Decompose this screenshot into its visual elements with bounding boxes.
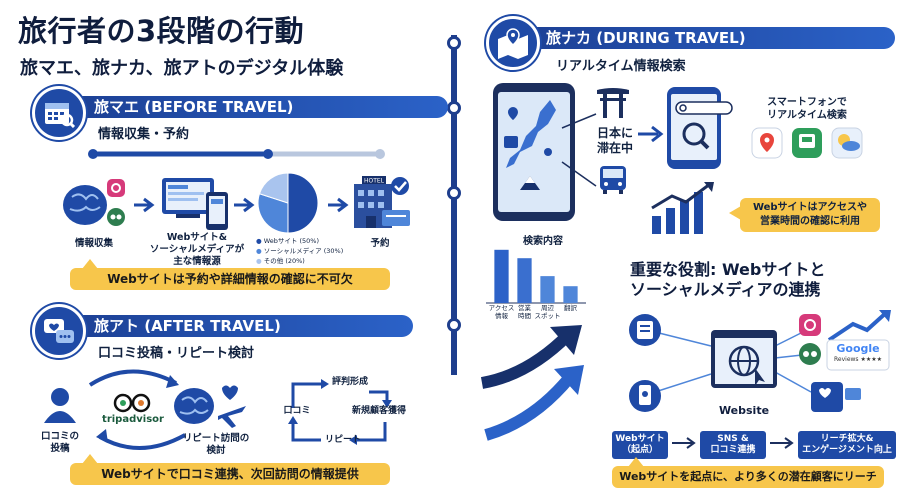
curved-arrows	[88, 369, 186, 450]
pie-legend-item: ● Webサイト (50%)	[256, 237, 320, 245]
calendar-icon	[32, 86, 86, 140]
flow-sns-review: SNS & 口コミ連携	[700, 431, 766, 459]
arrow-right-icon	[672, 437, 696, 449]
app-icons-row	[751, 127, 863, 159]
hotel-sign: HOTEL	[364, 178, 385, 185]
role-title: 重要な役割: Webサイトと ソーシャルメディアの連携	[630, 260, 826, 299]
during-note: Webサイトはアクセスや 営業時間の確認に利用	[740, 198, 880, 232]
cycle-diagram	[288, 379, 392, 445]
search-phone-icon	[667, 87, 733, 169]
google-reviews-text: Reviews ★★★★	[834, 356, 882, 363]
timeline-dot	[447, 186, 461, 200]
before-subtitle: 情報収集・予約	[98, 127, 190, 142]
pie-slice	[287, 172, 319, 234]
progress-track	[88, 149, 385, 159]
tripadvisor-logo-text: tripadvisor	[102, 414, 164, 425]
pie-slice	[258, 172, 289, 204]
role-note: Webサイトを起点に、より多くの潜在顧客にリーチ	[612, 466, 884, 488]
bar-category-label: 営業 時間	[518, 304, 531, 320]
after-subtitle: 口コミ投稿・リピート検討	[98, 346, 255, 361]
pie-legend: ● Webサイト (50%) ● ソーシャルメディア (30%) ● その他 (…	[256, 236, 356, 266]
callout-pointer	[82, 259, 98, 269]
arrow-right-icon	[328, 197, 349, 213]
chart-title: 検索内容	[523, 236, 563, 247]
cycle-reputation: 評判形成	[331, 377, 368, 387]
cycle-new-customers: 新規顧客獲得	[351, 406, 406, 416]
bar-2	[540, 276, 555, 303]
step-info-gathering: 情報収集	[74, 238, 113, 249]
before-travel-band: 旅マエ (BEFORE TRAVEL)	[58, 96, 448, 118]
timeline-line	[451, 35, 457, 375]
page-subtitle: 旅マエ、旅ナカ、旅アトのデジタル体験	[20, 58, 344, 79]
info-source-pie-chart	[257, 172, 319, 234]
flow-reach-engagement: リーチ拡大& エンゲージメント向上	[798, 431, 896, 459]
website-devices-icon	[162, 178, 228, 230]
hotel-booking-icon: HOTEL	[354, 176, 410, 228]
big-up-arrows	[480, 325, 584, 441]
before-note: Webサイトは予約や詳細情報の確認に不可欠	[70, 268, 390, 290]
google-logo-text: Google	[836, 342, 880, 355]
smartphone-map-icon	[493, 83, 575, 221]
bar-category-label: 周辺 スポット	[534, 304, 561, 320]
arrow-right-icon	[134, 197, 155, 213]
bar-3	[563, 286, 578, 303]
bar-0	[494, 249, 509, 303]
connector-lines	[561, 113, 597, 187]
bar-category-label: 翻訳	[564, 304, 577, 312]
step-website-sns: Webサイト& ソーシャルメディアが 主な情報源	[149, 232, 245, 267]
flow-website-start: Webサイト （起点）	[612, 431, 668, 459]
chat-heart-icon	[32, 304, 86, 358]
torii-gate-icon	[597, 88, 629, 118]
after-travel-band: 旅アト (AFTER TRAVEL)	[58, 315, 413, 337]
after-note: Webサイトで口コミ連携、次回訪問の情報提供	[70, 463, 390, 485]
callout-pointer	[628, 457, 644, 467]
callout-pointer	[82, 454, 98, 464]
bar-labels: アクセス 情報営業 時間周辺 スポット翻訳	[486, 304, 586, 326]
step-booking: 予約	[370, 238, 390, 249]
person-icon	[44, 388, 76, 423]
bar-1	[517, 258, 532, 303]
timeline-dot	[447, 36, 461, 50]
tripadvisor-owl-icon	[113, 393, 151, 413]
search-content-bar-chart	[486, 249, 586, 304]
arrow-right-icon	[638, 125, 664, 143]
during-subtitle: リアルタイム情報検索	[556, 59, 686, 74]
smartphone-search-label: スマートフォンで リアルタイム検索	[767, 97, 847, 121]
website-label: Website	[718, 404, 770, 417]
cycle-review: 口コミ	[283, 406, 311, 416]
pie-slice	[257, 193, 289, 234]
pie-legend-item: ● ソーシャルメディア (30%)	[256, 247, 344, 255]
pie-legend-item: ● その他 (20%)	[256, 257, 305, 265]
page-title: 旅行者の3段階の行動	[18, 14, 305, 48]
map-pin-icon	[486, 16, 540, 70]
in-japan-label: 日本に 滞在中	[596, 126, 633, 155]
during-travel-band: 旅ナカ (DURING TRAVEL)	[510, 27, 895, 49]
post-review-label: 口コミの 投稿	[40, 431, 79, 454]
callout-pointer	[729, 206, 741, 220]
bus-icon	[600, 166, 626, 194]
brain-heart-plane-icon	[174, 385, 246, 428]
arrow-right-icon	[234, 197, 255, 213]
brain-icon	[63, 179, 125, 226]
timeline-dot	[447, 318, 461, 332]
timeline-dot	[447, 101, 461, 115]
repeat-visit-label: リピート訪問の 検討	[182, 433, 250, 456]
growth-chart-icon	[651, 182, 714, 234]
website-hub-diagram	[629, 310, 891, 412]
arrow-right-icon	[770, 437, 794, 449]
bar-category-label: アクセス 情報	[488, 304, 515, 320]
cycle-repeat: リピート	[324, 435, 361, 445]
